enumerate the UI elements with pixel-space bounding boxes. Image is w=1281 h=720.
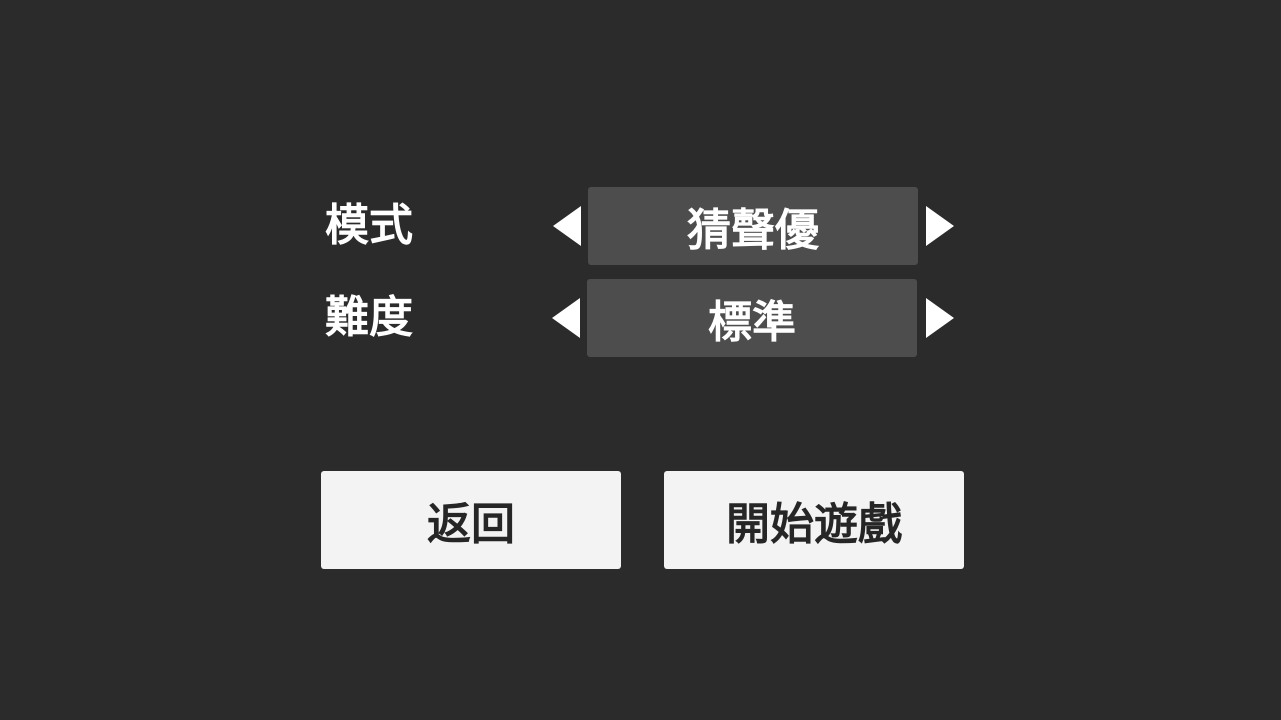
mode-prev-arrow-icon[interactable] xyxy=(553,206,581,246)
mode-next-arrow-icon[interactable] xyxy=(926,206,954,246)
mode-label: 模式 xyxy=(325,200,413,251)
difficulty-label: 難度 xyxy=(325,292,413,343)
start-game-button[interactable]: 開始遊戲 xyxy=(664,471,964,569)
difficulty-value: 標準 xyxy=(587,279,917,357)
difficulty-prev-arrow-icon[interactable] xyxy=(552,298,580,338)
back-button[interactable]: 返回 xyxy=(321,471,621,569)
difficulty-next-arrow-icon[interactable] xyxy=(926,298,954,338)
mode-value: 猜聲優 xyxy=(588,187,918,265)
